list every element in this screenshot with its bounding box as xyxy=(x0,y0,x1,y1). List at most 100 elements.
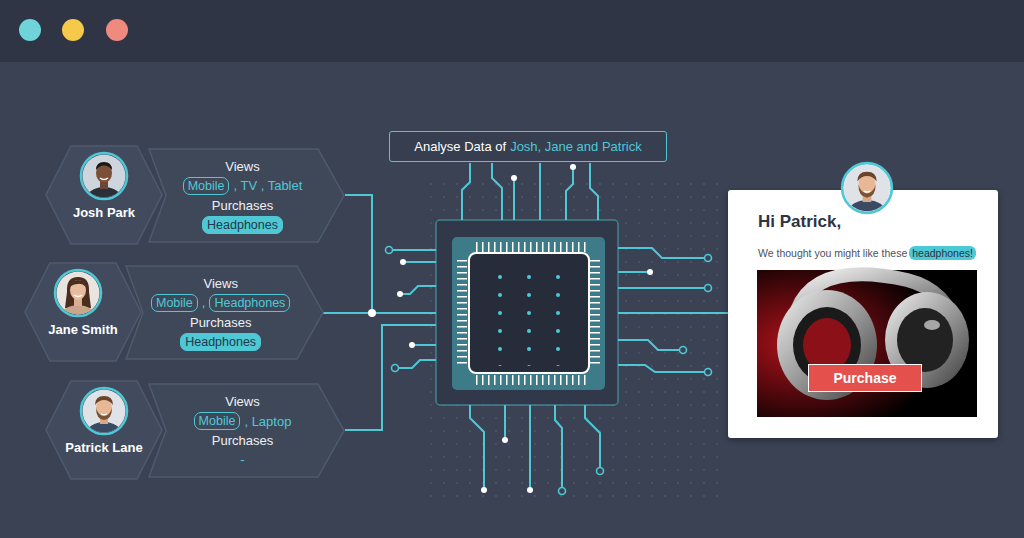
customer-hexagon: Josh Park xyxy=(45,145,163,245)
trace-dot xyxy=(502,437,508,443)
avatar-photo xyxy=(840,161,894,215)
trace-ring xyxy=(597,468,604,475)
analysis-box: Analyse Data ofJosh, Jane and Patrick xyxy=(389,131,667,162)
avatar-photo xyxy=(79,386,129,436)
trace-ring xyxy=(705,285,712,292)
avatar-photo xyxy=(79,386,129,436)
product-tag: Mobile xyxy=(183,177,230,195)
avatar-photo xyxy=(74,295,82,297)
avatar-photo xyxy=(79,151,129,201)
activity-panel: Views, TV , TabletPurchasesMobileHeadpho… xyxy=(148,148,345,243)
activity-text: , xyxy=(202,293,206,312)
circuit-trace xyxy=(618,248,705,372)
avatar-photo xyxy=(70,280,86,300)
hexagon-outline xyxy=(46,146,162,244)
product-tag-text: Mobile xyxy=(188,178,225,194)
highlight-tag: headphones! xyxy=(909,246,976,260)
highlight-text: headphones! xyxy=(912,246,973,260)
avatar-photo xyxy=(858,185,875,198)
processor-chip xyxy=(469,253,589,373)
customer-name: Josh Park xyxy=(73,204,135,221)
avatar-photo xyxy=(65,277,91,308)
processor-chip xyxy=(436,220,618,405)
activity-panel: Views,PurchasesMobileHeadphonesHeadphone… xyxy=(125,265,324,360)
purchase-button: Purchase xyxy=(808,364,922,392)
headphones-photo xyxy=(757,270,977,417)
avatar-photo xyxy=(95,396,113,405)
trace-ring xyxy=(386,247,393,254)
email-card: Hi Patrick,We thought you might like the… xyxy=(728,190,998,438)
avatar-photo xyxy=(101,413,107,415)
hexagon-outline xyxy=(25,263,141,361)
avatar-photo xyxy=(846,200,887,215)
product-tag-text: Headphones xyxy=(185,334,256,350)
avatar-photo xyxy=(857,172,876,182)
processor-chip xyxy=(590,260,600,368)
avatar-photo xyxy=(864,191,870,193)
email-text: Hi Patrick, xyxy=(758,212,982,232)
analysis-caption: Josh, Jane and Patrick xyxy=(510,139,642,154)
activity-text: Views xyxy=(172,157,313,176)
processor-chip xyxy=(480,262,584,366)
processor-chip xyxy=(476,242,586,252)
activity-text: Views xyxy=(172,392,313,411)
product-tag: Headphones xyxy=(209,294,290,312)
avatar-photo xyxy=(79,151,129,201)
avatar-photo xyxy=(70,280,86,287)
customer-hexagon: Patrick Lane xyxy=(45,380,163,480)
window-dot xyxy=(19,19,41,41)
activity-text: , TV , Tablet xyxy=(233,176,302,195)
customer-name: Patrick Lane xyxy=(65,439,142,456)
activity-text: , Laptop xyxy=(244,412,291,431)
avatar-photo xyxy=(53,268,103,318)
headphones-photo xyxy=(924,320,940,330)
trace-ring xyxy=(559,488,566,495)
headphones-photo xyxy=(757,270,977,417)
avatar-photo xyxy=(79,151,129,201)
product-tag-text: Headphones xyxy=(207,217,278,233)
avatar-photo xyxy=(96,163,112,183)
customer-name: Jane Smith xyxy=(48,321,117,338)
trace-dot xyxy=(481,487,487,493)
trace-ring xyxy=(705,369,712,376)
trace-dot xyxy=(397,291,403,297)
trace-dot xyxy=(527,487,533,493)
trace-dot xyxy=(368,309,376,317)
circuit-trace xyxy=(462,163,598,220)
processor-chip xyxy=(476,375,586,385)
circuit-wires xyxy=(322,163,728,488)
trace-dot xyxy=(409,342,415,348)
feed-wire xyxy=(345,195,372,313)
window-dot xyxy=(62,19,84,41)
button-label: Purchase xyxy=(833,370,896,386)
avatar-photo xyxy=(79,386,129,436)
product-tag-text: Headphones xyxy=(214,295,285,311)
customer-hexagon: Jane Smith xyxy=(24,262,142,362)
avatar-photo xyxy=(96,408,112,420)
product-tag-text: Mobile xyxy=(199,413,236,429)
trace-dot xyxy=(368,164,653,493)
purchase-tag: Headphones xyxy=(180,333,261,351)
window-dot xyxy=(106,19,128,41)
avatar-photo xyxy=(96,162,112,170)
trace-dot xyxy=(647,269,653,275)
product-tag: Mobile xyxy=(151,294,198,312)
avatar-photo xyxy=(85,422,123,436)
output-wire xyxy=(618,312,728,314)
circuit-trace xyxy=(470,405,600,488)
avatar-photo xyxy=(840,161,894,215)
activity-text: Purchases xyxy=(149,313,292,332)
trace-ring xyxy=(386,247,712,495)
trace-dot xyxy=(570,164,576,170)
trace-ring xyxy=(705,255,712,262)
headphones-photo xyxy=(757,270,977,417)
window-bar xyxy=(0,0,1024,62)
panel-outline xyxy=(149,149,344,242)
trace-ring xyxy=(680,347,687,354)
processor-chip xyxy=(457,260,467,368)
activity-text: Views xyxy=(149,274,292,293)
processor-chip xyxy=(462,247,595,380)
feed-wire xyxy=(345,325,436,430)
